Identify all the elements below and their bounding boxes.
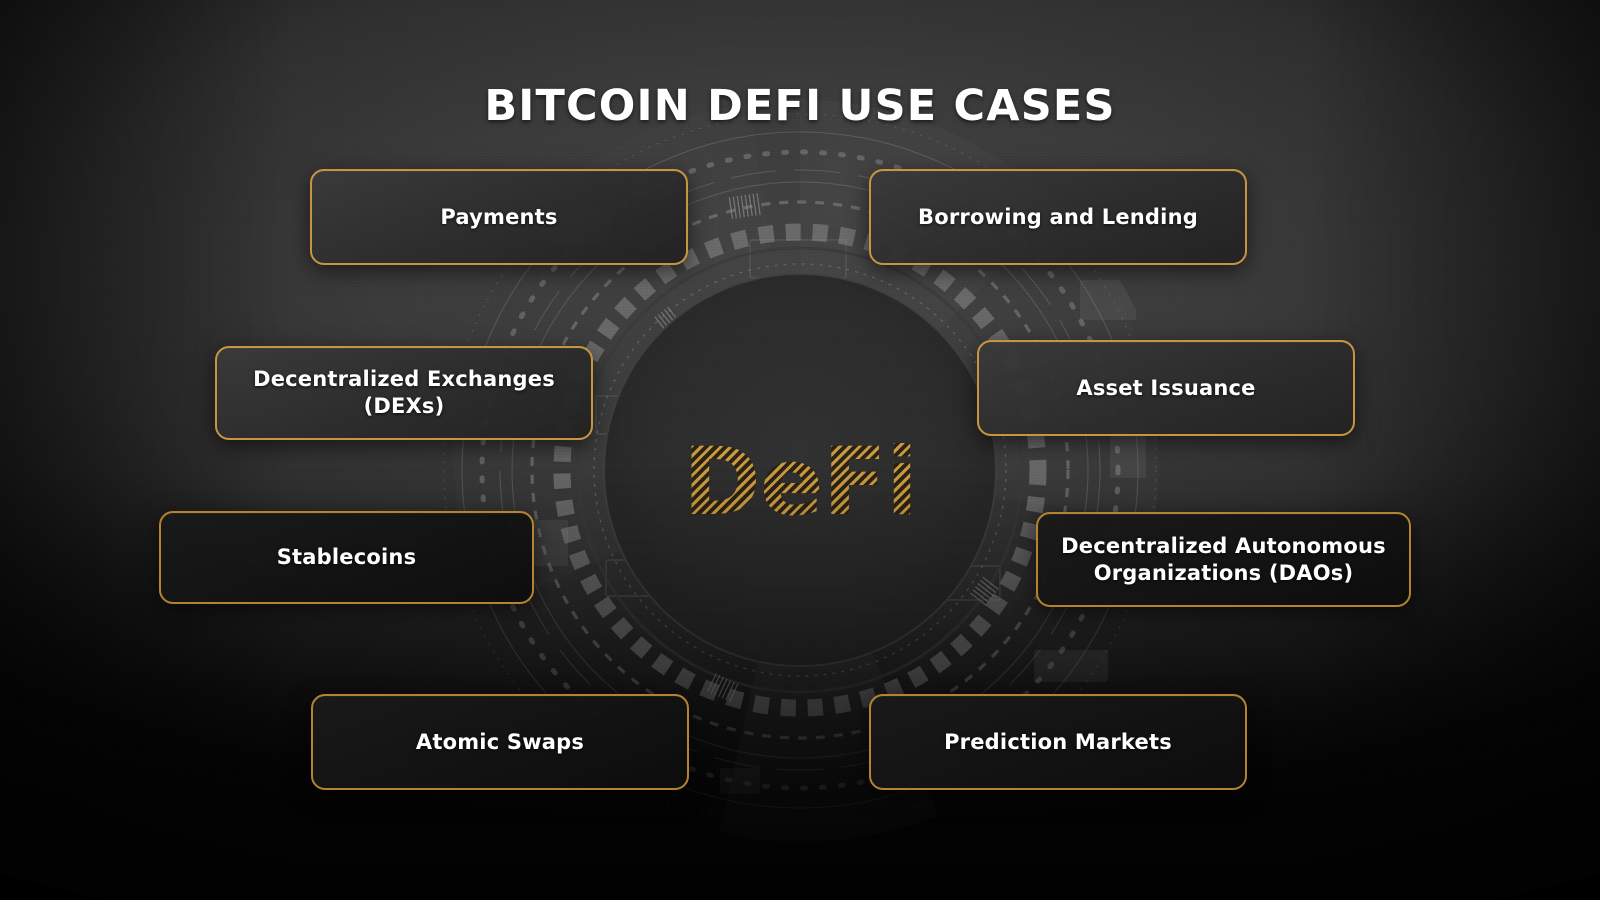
use-case-card-decentralized-exchanges[interactable]: Decentralized Exchanges (DEXs): [215, 346, 593, 440]
use-case-card-label: Asset Issuance: [1076, 375, 1256, 400]
use-case-card-label: Payments: [440, 204, 558, 229]
use-case-card-label: Decentralized Exchanges (DEXs): [253, 367, 555, 418]
use-case-card-asset-issuance[interactable]: Asset Issuance: [977, 340, 1355, 436]
page-title: BITCOIN DEFI USE CASES: [484, 80, 1116, 131]
use-case-card-atomic-swaps[interactable]: Atomic Swaps: [311, 694, 689, 790]
use-case-card-label: Borrowing and Lending: [918, 204, 1198, 229]
use-case-card-prediction-markets[interactable]: Prediction Markets: [869, 694, 1247, 790]
use-case-card-label: Stablecoins: [276, 545, 417, 570]
use-case-card-borrowing-and-lending[interactable]: Borrowing and Lending: [869, 169, 1247, 265]
use-case-card-payments[interactable]: Payments: [310, 169, 688, 265]
use-case-card-stablecoins[interactable]: Stablecoins: [159, 511, 534, 604]
use-case-card-decentralized-autonomous-organizations[interactable]: Decentralized Autonomous Organizations (…: [1036, 512, 1411, 607]
use-case-card-label: Atomic Swaps: [415, 729, 585, 754]
use-case-card-label: Prediction Markets: [944, 729, 1172, 754]
use-case-card-label: Decentralized Autonomous Organizations (…: [1061, 533, 1386, 585]
